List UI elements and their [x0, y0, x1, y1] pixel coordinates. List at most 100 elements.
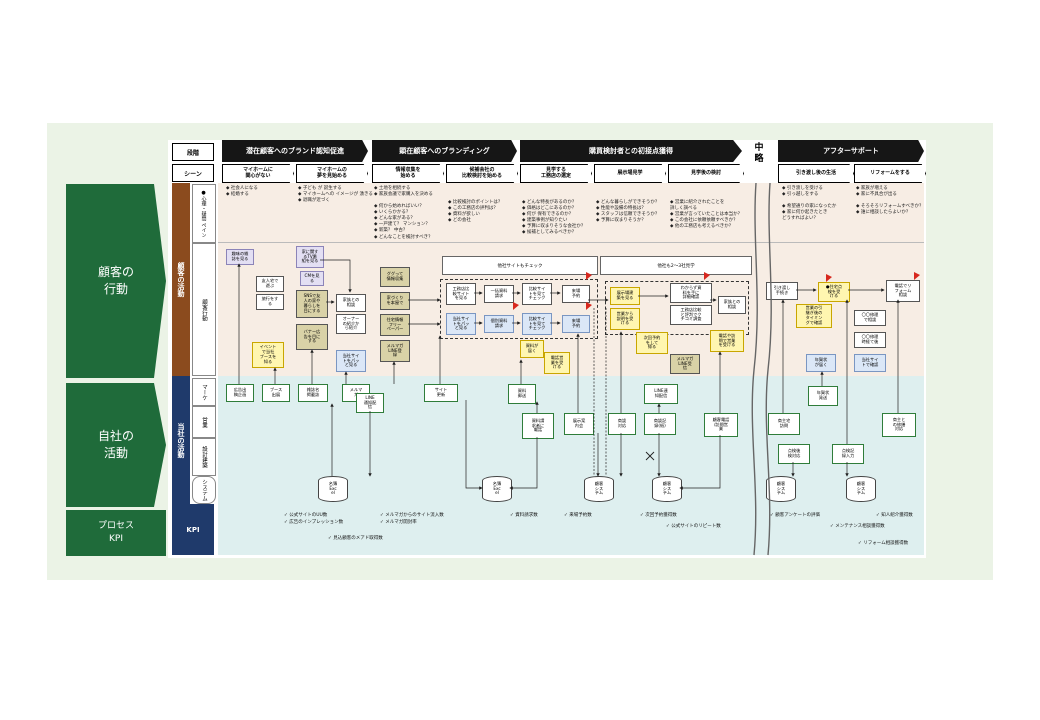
scene-showroom: 展示場見学: [594, 164, 666, 183]
stage-first-contact: 購買検討者との初接点獲得: [520, 140, 742, 162]
needs-text: ◆ どんな特長があるのか？ ◆ 価格はどこにあるのか？ ◆ 何が 保有できるのか…: [522, 200, 586, 236]
scene-after-handover: 引き渡し後の生活: [778, 164, 854, 183]
row-customer-action: 顧客行動: [192, 243, 216, 376]
action-box: バナー広 告を目に する: [296, 324, 328, 350]
stage-after-support: アフターサポート: [778, 140, 924, 162]
action-box: 比較サイ トを見て チェック: [522, 313, 552, 335]
action-box: 引き渡し 手続き: [766, 282, 798, 300]
group-other-sites: 他社サイトもチェック: [442, 256, 598, 275]
action-box: 次回予約 をして 帰る: [636, 332, 668, 354]
action-box: 友人宅で 遊ぶ: [256, 276, 284, 292]
action-box: 家族との 相談: [718, 296, 746, 314]
sidebar-company-activity: 自社の 活動: [66, 383, 166, 507]
action-box: 当社サイ トをパッ と見る: [336, 350, 366, 372]
kpi-item: ✓ 資料請求数: [510, 513, 538, 518]
company-action-box: 展示案 内会: [564, 413, 594, 435]
company-action-box: 広告出 稿企画: [226, 384, 254, 402]
system-db: 顧客 シス テム: [766, 476, 796, 502]
stage-header-label: 段階: [172, 143, 214, 161]
action-box: 〇〇修理 で相談: [854, 310, 886, 326]
kpi-item: ✓ メルマガからのサイト流入数: [380, 513, 444, 518]
kpi-item: ✓ 知人紹介獲得数: [876, 513, 913, 518]
scene-header-label: シーン: [172, 164, 214, 182]
group-other-showrooms: 他社も2～3社見学: [600, 256, 752, 275]
action-box: 家族との 相談: [336, 294, 366, 312]
row-company-sales: 営業: [192, 406, 216, 438]
action-box: わからず資 料を手に 詳細確認: [670, 283, 712, 303]
action-box: 当社サイ トをパッ と見る: [446, 313, 476, 335]
kpi-item: ✓ リフォーム相談獲得数: [858, 541, 909, 546]
company-action-box: 年賀状 発送: [808, 386, 838, 406]
company-action-box: 商主と の修繕 対応: [882, 413, 916, 437]
sidebar-customer-behavior: 顧客の 行動: [66, 184, 166, 378]
action-box: 電話営 業を受 ける: [544, 352, 570, 374]
action-box: SNSで友 人の家や 暮らしを 目にする: [296, 290, 328, 318]
row-company: 当社の活動: [172, 376, 190, 504]
action-box: 比較サイ トを見て チェック: [522, 283, 552, 305]
action-box: 営業の引 継ぎ後の タイミン グで確認: [796, 304, 832, 328]
stage-branding: 顕在顧客へのブランディング: [372, 140, 517, 162]
company-action-box: 顧客電話 /訪問営 業: [704, 413, 738, 437]
kpi-item: ✓ 広告のインプレッション数: [284, 520, 344, 525]
sidebar-process-kpi: プロセス KPI: [66, 510, 166, 556]
kpi-item: ✓ 公式サイトのリピート数: [666, 524, 721, 529]
action-box: 来場 予約: [562, 285, 590, 303]
scene-compare: 候補会社の 比較検討を始める: [446, 164, 518, 183]
action-box: オーナー の紹介か ら紹介: [336, 314, 366, 334]
kpi-item: ✓ メルマガ開封率: [380, 520, 417, 525]
needs-text: ◆ 比較検討のポイントは？ ◆ この工務店の評判は？ ◆ 資料が欲しい ◆ どの…: [448, 200, 503, 224]
action-box: イベント で当社 ブースを 知る: [252, 342, 284, 368]
action-box: ●住宅点 検を受 ける: [818, 282, 850, 302]
action-box: 住宅情報 フリー ペーパー: [380, 314, 410, 336]
company-action-box: 点検記 録入力: [832, 444, 864, 464]
system-db: 名簿 Exc el: [318, 476, 348, 502]
needs-text: ◆ 子ども が 誕生する ◆ マイホームへの イメージが 湧きる ◆ 退職が近づ…: [298, 186, 373, 204]
kpi-item: ✓ メンテナンス相談獲得数: [830, 524, 885, 529]
row-company-marketing: マーケ: [192, 378, 216, 406]
group-frame: [605, 281, 749, 335]
company-action-box: 点検後 検対応: [778, 444, 810, 464]
scene-select-builder: 見学する 工務店の選定: [520, 164, 592, 183]
action-box: ググって 情報収集: [380, 267, 410, 287]
row-company-system: システム: [192, 476, 216, 504]
system-db: 顧客 シス テム: [652, 476, 682, 502]
needs-divider: [218, 242, 924, 243]
action-box: 当社サイ トで確認: [854, 354, 886, 372]
scene-info-gathering: 情報収集を 始める: [372, 164, 444, 183]
action-box: 一括資料 請求: [484, 285, 514, 303]
row-kpi: KPI: [172, 504, 214, 555]
stage-awareness: 潜在顧客へのブランド認知促進: [222, 140, 368, 162]
scene-no-interest: マイホームに 関心がない: [222, 164, 294, 183]
action-box: 資料が 届く: [520, 340, 544, 358]
action-box: 来場 予約: [562, 315, 590, 333]
row-customer-needs: ●心理・疑問 ペイン: [192, 184, 216, 243]
kpi-item: ✓ 来場予約数: [564, 513, 592, 518]
action-box: 家づくり を本屋で: [380, 292, 410, 310]
system-db: 顧客 シス テム: [584, 476, 614, 502]
row-customer: 顧客の活動: [172, 183, 190, 376]
company-action-box: LINE連 知配信: [644, 384, 678, 404]
company-action-box: 雑誌名 掲載誌: [298, 384, 328, 402]
scene-after-visit: 見学後の検討: [668, 164, 744, 183]
kpi-zone: [218, 504, 924, 555]
action-box: CMを見 る: [300, 271, 324, 286]
needs-text: ◆ 土地を相続する ◆ 家族会議で家購入を決める ◆ 何から始めればいい？ ◆ …: [374, 186, 433, 240]
action-box: 工務店比較 と評判でク チコミ調査: [670, 305, 712, 325]
action-box: 工務店比 較サイト を見る: [446, 283, 476, 305]
company-action-box: 商談 対応: [608, 413, 636, 435]
kpi-item: ✓ 顧客アンケートの評価: [770, 513, 821, 518]
needs-text: ◆ 家族が増える ◆ 家に不具合が出る ◆ そろそろリフォームすべきか？ ◆ 誰…: [856, 186, 924, 216]
scene-reform: リフォームをする: [854, 164, 926, 183]
action-box: 家に関す るTV番 組を見る: [296, 246, 324, 268]
action-box: 展示場建 築を見る: [610, 287, 640, 305]
company-action-box: LINE 通知配 信: [356, 393, 384, 413]
action-box: 電話や訪 問で営業 を受ける: [710, 330, 744, 352]
action-box: 年賀状 が届く: [806, 354, 836, 372]
needs-text: ◆ どんな暮らしができそうか？ ◆ 性能や設備の特長は？ ◆ スタッフは信頼でき…: [596, 200, 660, 224]
scene-dream: マイホームの 夢を見始める: [296, 164, 368, 183]
needs-text: ◆ 営業に紹介されたことを 詳しく調べる ◆ 営業が言っていたことは本当か？ ◆…: [670, 200, 743, 230]
action-box: 趣味の雑 誌を見る: [226, 249, 254, 265]
system-db: 顧客 シス テム: [846, 476, 876, 502]
needs-text: ◆ 引き渡しを受ける ◆ 引っ越しをする ◆ 希望通りの家になったか ◆ 家に何…: [782, 186, 837, 222]
company-action-box: 資料 郵送: [508, 384, 536, 404]
